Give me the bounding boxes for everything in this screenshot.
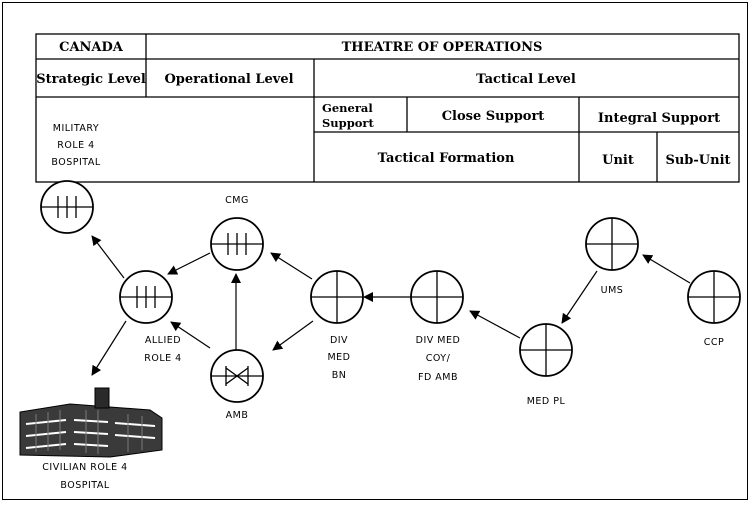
header-unit: Unit [602,153,634,168]
label-allied-role4-line2: ROLE 4 [144,353,181,364]
label-div-med-bn-line2: MED [327,352,350,363]
header-operational-level: Operational Level [164,72,293,87]
node-amb [210,349,264,403]
arrow-ccp-to-ums [642,254,691,284]
node-med-pl [519,323,573,377]
label-allied-role4-line1: ALLIED [145,335,181,346]
civilian-hospital-building-icon [19,387,163,458]
label-civilian-role4-line2: BOSPITAL [60,480,109,491]
arrow-allied-to-civilian [91,320,127,376]
header-tactical-formation: Tactical Formation [378,151,515,166]
node-cmg [210,217,264,271]
node-div-med-coy [410,270,464,324]
node-div-med-bn [310,270,364,324]
label-military-role4-line3: BOSPITAL [51,157,100,168]
label-div-med-coy-line2: COY/ [426,353,451,364]
header-general-support-line2: Support [322,116,374,130]
label-div-med-coy-line3: FD AMB [418,372,458,383]
header-canada: CANADA [59,40,124,55]
header-general-support-line1: General [322,101,373,115]
label-amb: AMB [226,410,249,421]
arrow-divmedbn-to-cmg [270,252,313,280]
diagram-frame [2,2,748,500]
label-military-role4-line2: ROLE 4 [57,140,94,151]
header-theatre: THEATRE OF OPERATIONS [342,40,543,55]
label-civilian-role4-line1: CIVILIAN ROLE 4 [42,462,127,473]
arrow-cmg-to-allied [167,252,211,275]
node-ums [585,217,639,271]
label-ums: UMS [601,285,624,296]
header-strategic-level: Strategic Level [36,72,146,87]
label-med-pl: MED PL [527,396,566,407]
levels-table [35,33,740,183]
node-allied-role4 [119,270,173,324]
label-cmg: CMG [225,195,249,206]
node-ccp [687,270,741,324]
header-close-support: Close Support [442,109,545,124]
arrow-allied-to-military [91,235,125,279]
header-integral-support: Integral Support [598,111,720,126]
label-ccp: CCP [704,337,725,348]
arrow-divmedbn-to-amb [272,320,314,351]
arrow-amb-to-allied [170,321,211,349]
label-div-med-bn-line3: BN [332,370,347,381]
node-military-role4 [40,180,94,234]
label-military-role4-line1: MILITARY [53,123,99,134]
arrow-medpl-to-divmedcoy [469,310,521,339]
header-sub-unit: Sub-Unit [665,153,730,168]
arrow-ums-to-medpl [561,270,598,324]
label-div-med-bn-line1: DIV [330,335,348,346]
header-tactical-level: Tactical Level [476,72,576,87]
label-div-med-coy-line1: DIV MED [416,335,461,346]
